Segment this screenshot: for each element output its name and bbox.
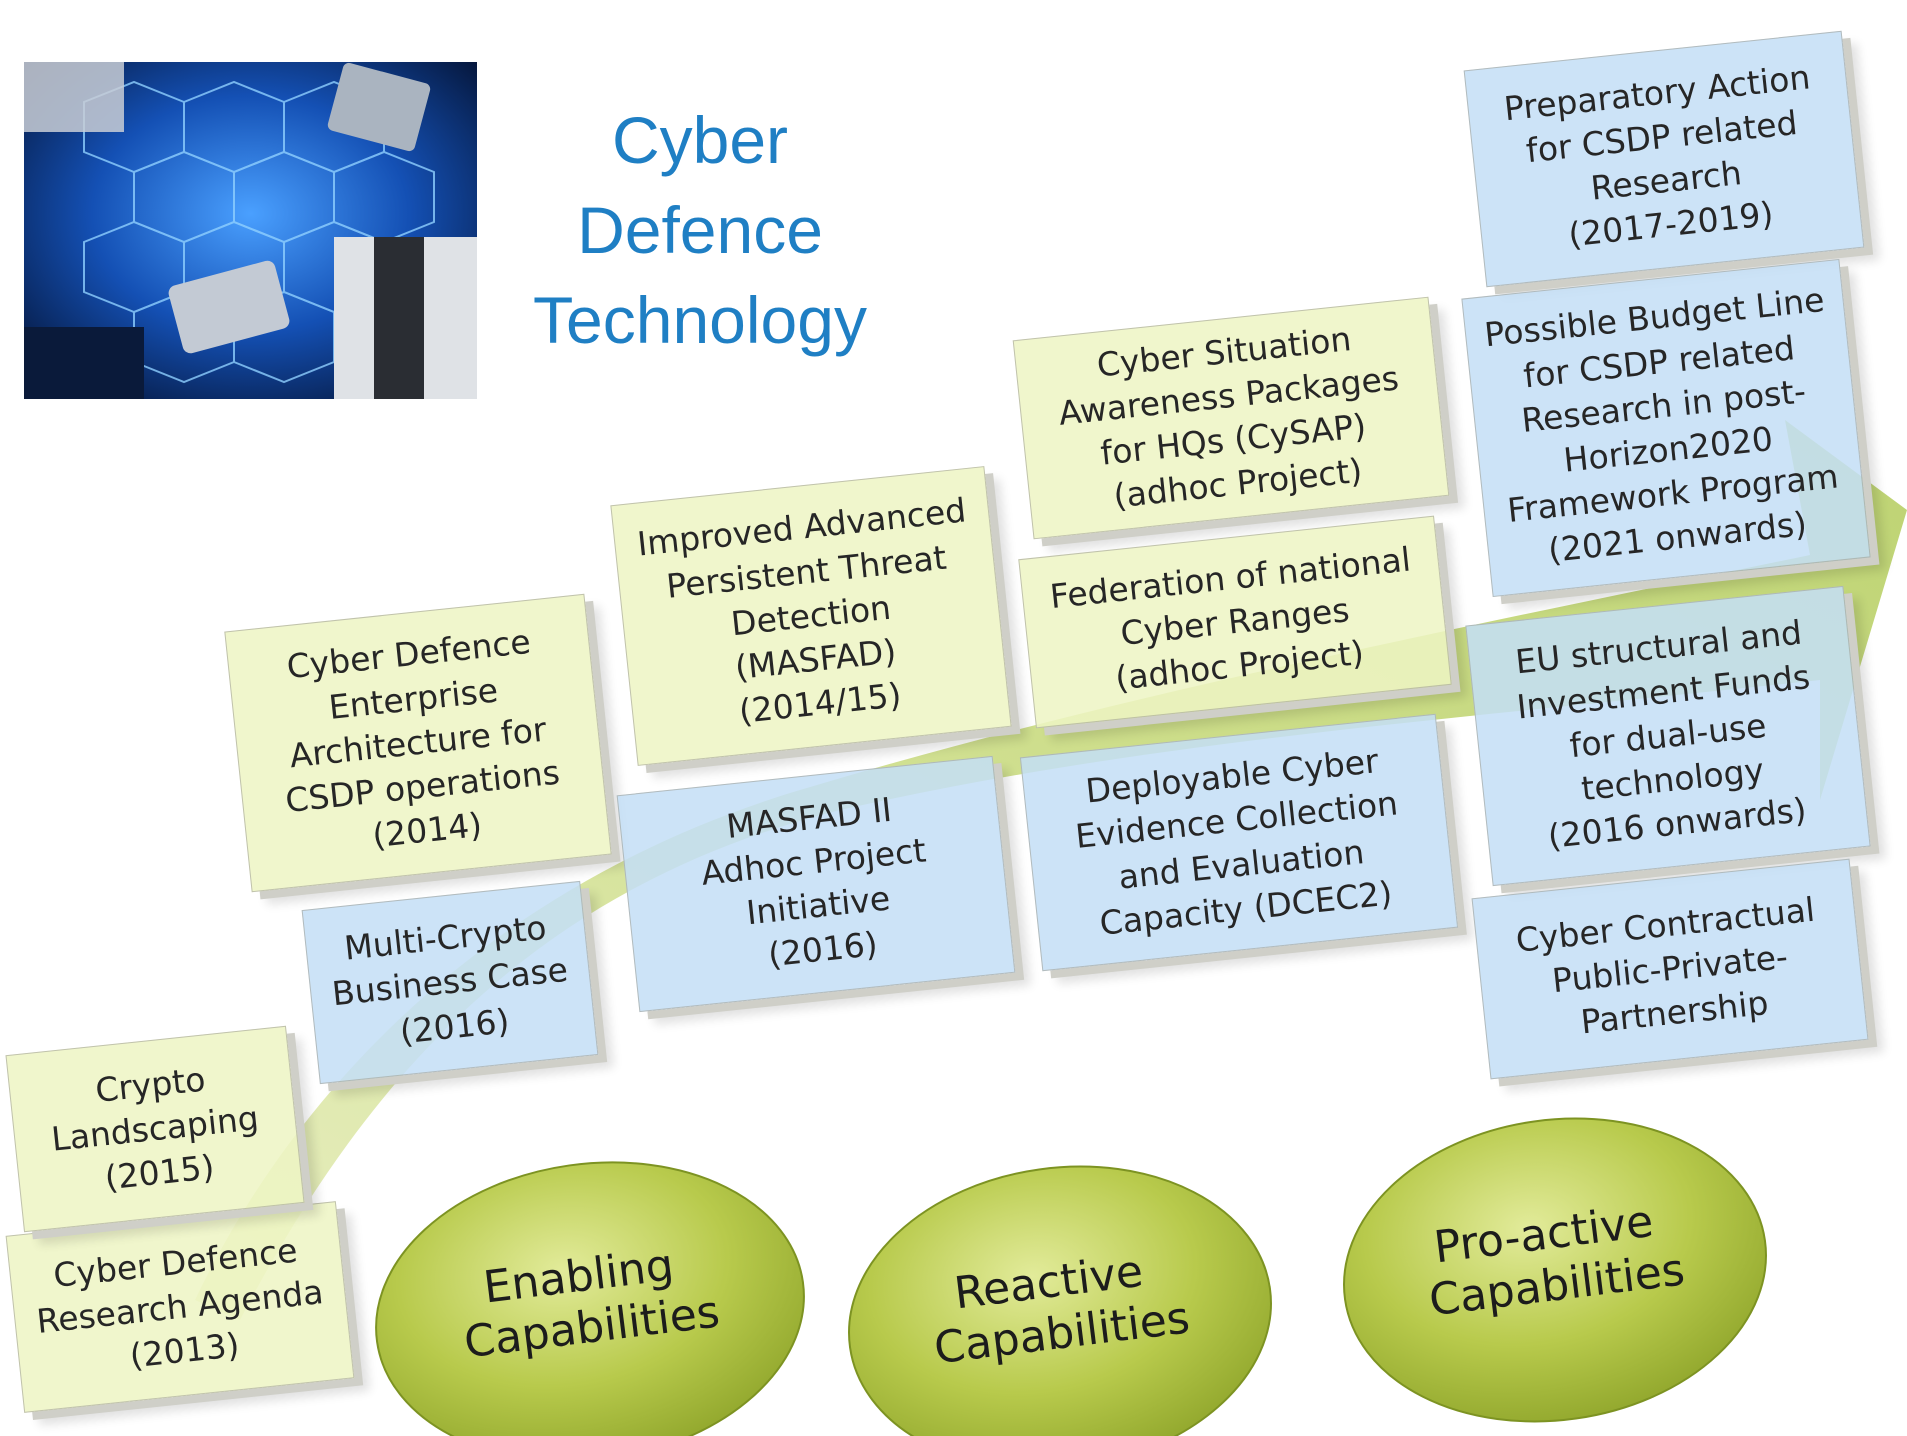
card-research-agenda-text: Cyber Defence Research Agenda (2013)	[34, 1230, 326, 1376]
card-eu-funds: EU structural and Investment Funds for d…	[1465, 585, 1871, 887]
card-dcec2: Deployable Cyber Evidence Collection and…	[1019, 713, 1459, 972]
card-cppp-text: Cyber Contractual Public-Private- Partne…	[1514, 889, 1817, 1042]
card-cyber-ranges-text: Federation of national Cyber Ranges (adh…	[1048, 539, 1413, 698]
title-line-1: Cyber	[611, 103, 789, 177]
card-crypto-landscaping-text: Crypto Landscaping (2015)	[49, 1059, 261, 1198]
card-preparatory-action-text: Preparatory Action for CSDP related Rese…	[1502, 56, 1812, 255]
card-masfad-ii: MASFAD II Adhoc Project Initiative (2016…	[616, 755, 1016, 1013]
page-title: Cyber Defence Technology	[500, 95, 900, 365]
ellipse-enabling	[375, 1161, 805, 1436]
card-eu-funds-text: EU structural and Investment Funds for d…	[1513, 613, 1812, 857]
card-enterprise-architecture-text: Cyber Defence Enterprise Architecture fo…	[283, 622, 562, 856]
card-cysap-text: Cyber Situation Awareness Packages for H…	[1056, 318, 1401, 516]
title-line-2: Defence	[577, 193, 823, 267]
title-line-3: Technology	[533, 283, 867, 357]
card-masfad-ii-text: MASFAD II Adhoc Project Initiative (2016…	[699, 789, 928, 975]
card-masfad: Improved Advanced Persistent Threat Dete…	[610, 466, 1012, 766]
card-research-agenda: Cyber Defence Research Agenda (2013)	[5, 1201, 355, 1413]
card-budget-line: Possible Budget Line for CSDP related Re…	[1461, 258, 1871, 598]
card-enterprise-architecture: Cyber Defence Enterprise Architecture fo…	[224, 593, 612, 893]
ellipse-proactive	[1343, 1117, 1767, 1423]
card-crypto-landscaping: Crypto Landscaping (2015)	[5, 1025, 305, 1233]
card-dcec2-text: Deployable Cyber Evidence Collection and…	[1073, 741, 1400, 943]
card-multi-crypto: Multi-Crypto Business Case (2016)	[301, 880, 599, 1085]
card-budget-line-text: Possible Budget Line for CSDP related Re…	[1482, 280, 1841, 571]
card-preparatory-action: Preparatory Action for CSDP related Rese…	[1463, 30, 1865, 288]
card-multi-crypto-text: Multi-Crypto Business Case (2016)	[330, 907, 570, 1051]
ellipse-reactive	[848, 1165, 1272, 1436]
card-masfad-text: Improved Advanced Persistent Threat Dete…	[635, 490, 968, 732]
cyber-network-photo	[24, 62, 477, 399]
